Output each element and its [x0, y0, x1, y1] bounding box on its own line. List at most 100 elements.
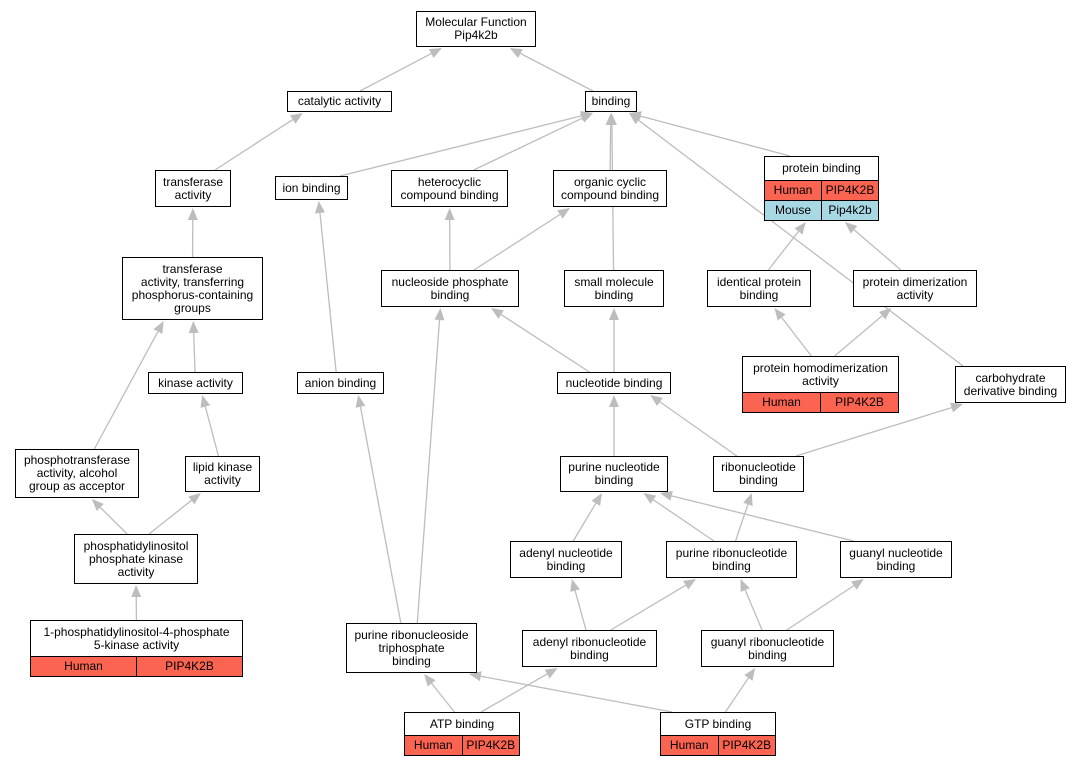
go-term-label: Molecular Function Pip4k2b	[425, 15, 527, 42]
go-term-label: ATP binding	[429, 716, 495, 731]
arrowhead-ribonucleotide	[743, 493, 753, 506]
go-term-protein-dimerization[interactable]: protein dimerization activity	[853, 270, 977, 307]
go-term-purine-ribonucleoside-tp[interactable]: purine ribonucleoside triphosphate bindi…	[346, 623, 477, 673]
arrowhead-root	[428, 48, 442, 59]
arrowhead-nucleotide	[650, 395, 663, 406]
go-term-root[interactable]: Molecular Function Pip4k2b	[416, 11, 536, 47]
go-term-ribonucleotide[interactable]: ribonucleotide binding	[713, 456, 804, 492]
arrowhead-protein_binding	[844, 222, 858, 234]
go-term-small-molecule[interactable]: small molecule binding	[564, 270, 664, 307]
go-term-guanyl-ribonucleotide[interactable]: guanyl ribonucleotide binding	[701, 630, 834, 667]
go-term-adenyl-ribonucleotide[interactable]: adenyl ribonucleotide binding	[522, 630, 657, 667]
go-term-transferase-phos[interactable]: transferase activity, transferring phosp…	[122, 257, 263, 320]
go-term-carbohydrate[interactable]: carbohydrate derivative binding	[955, 366, 1066, 403]
edge-guanyl_ribonucleotide-to-purine_ribonucleotide	[744, 589, 763, 631]
arrowhead-binding	[580, 113, 593, 123]
arrowhead-protein_dimerization	[878, 308, 892, 320]
go-term-pip5k[interactable]: 1-phosphatidylinositol-4-phosphate 5-kin…	[30, 620, 243, 677]
go-term-anion[interactable]: anion binding	[297, 372, 384, 394]
go-term-label: GTP binding	[684, 716, 752, 731]
arrowhead-purine_ribonucleoside_tp	[424, 674, 436, 687]
go-term-binding[interactable]: binding	[585, 91, 637, 112]
species-cell: Human	[31, 657, 136, 676]
edge-kinase-to-transferase_phos	[193, 332, 196, 373]
go-term-label: transferase activity	[162, 174, 224, 202]
arrowhead-purine_ribonucleotide	[740, 579, 750, 592]
edge-ion_binding-to-binding	[339, 115, 582, 177]
edge-nucleoside_phosphate-to-organic_cyclic	[473, 213, 561, 271]
edge-gtp-to-guanyl_ribonucleotide	[724, 677, 749, 713]
arrowhead-adenyl_nucleotide	[570, 579, 580, 592]
edge-catalytic-to-root	[359, 53, 432, 92]
go-term-label: kinase activity	[158, 375, 233, 390]
arrowhead-protein_binding	[794, 222, 806, 235]
edge-heterocyclic-to-binding	[473, 117, 583, 171]
go-term-lipid-kinase[interactable]: lipid kinase activity	[185, 456, 260, 492]
gene-cell: PIP4K2B	[136, 657, 242, 676]
arrowhead-purine_nucleotide	[591, 493, 602, 506]
go-term-label: purine nucleotide binding	[568, 460, 660, 487]
edge-phosphotransferase-to-transferase_phos	[93, 331, 159, 450]
go-term-kinase[interactable]: kinase activity	[148, 372, 243, 394]
edge-guanyl_nucleotide-to-purine_nucleotide	[671, 495, 854, 542]
go-term-label: catalytic activity	[297, 94, 382, 108]
go-term-purine-ribonucleotide[interactable]: purine ribonucleotide binding	[666, 541, 797, 578]
edge-adenyl_ribonucleotide-to-adenyl_nucleotide	[574, 590, 587, 631]
edge-protein_homodimerization-to-identical_protein	[781, 317, 812, 357]
edge-purine_ribonucleotide-to-ribonucleotide	[734, 504, 749, 542]
go-term-label: purine ribonucleotide binding	[675, 545, 788, 573]
go-term-purine-nucleotide[interactable]: purine nucleotide binding	[560, 456, 668, 492]
arrowhead-nucleotide	[609, 395, 619, 407]
go-term-catalytic[interactable]: catalytic activity	[287, 91, 392, 112]
arrowhead-catalytic	[290, 113, 303, 124]
arrowhead-nucleoside_phosphate	[434, 308, 445, 321]
go-term-label: anion binding	[304, 375, 377, 390]
arrowhead-root	[509, 48, 523, 58]
go-term-adenyl-nucleotide[interactable]: adenyl nucleotide binding	[510, 541, 622, 578]
arrowhead-binding	[629, 113, 642, 125]
go-term-nucleoside-phosphate[interactable]: nucleoside phosphate binding	[381, 270, 519, 307]
arrowhead-kinase	[200, 395, 211, 408]
go-term-label: identical protein binding	[716, 274, 802, 302]
go-term-label: guanyl nucleotide binding	[849, 545, 943, 573]
go-term-identical-protein[interactable]: identical protein binding	[707, 270, 811, 307]
go-term-label: protein binding	[782, 161, 861, 175]
arrowhead-purine_ribonucleoside_tp	[469, 671, 482, 682]
go-term-pi-phosphate-kinase[interactable]: phosphatidylinositol phosphate kinase ac…	[74, 534, 198, 584]
arrowhead-carbohydrate	[950, 402, 963, 413]
go-term-organic-cyclic[interactable]: organic cyclic compound binding	[553, 170, 667, 207]
go-term-guanyl-nucleotide[interactable]: guanyl nucleotide binding	[840, 541, 952, 578]
arrowhead-organic_cyclic	[557, 208, 570, 219]
go-term-ion-binding[interactable]: ion binding	[275, 176, 348, 200]
go-term-nucleotide[interactable]: nucleotide binding	[557, 372, 671, 394]
edge-atp-to-adenyl_ribonucleotide	[480, 673, 548, 713]
arrowhead-heterocyclic	[444, 208, 455, 221]
go-term-transferase[interactable]: transferase activity	[155, 170, 231, 207]
go-term-label: ribonucleotide binding	[721, 460, 796, 487]
edge-pi_phosphate_kinase-to-phosphotransferase	[99, 506, 128, 535]
arrowhead-purine_ribonucleotide	[683, 579, 696, 590]
arrowhead-ion_binding	[314, 201, 325, 214]
edge-identical_protein-to-protein_binding	[767, 231, 799, 271]
edge-ribonucleotide-to-carbohydrate	[795, 406, 952, 457]
go-term-phosphotransferase[interactable]: phosphotransferase activity, alcohol gro…	[15, 449, 139, 498]
edge-anion-to-ion_binding	[319, 212, 337, 373]
arrowhead-purine_nucleotide	[660, 491, 673, 501]
gene-cell: PIP4K2B	[820, 393, 898, 412]
edge-purine_ribonucleoside_tp-to-nucleoside_phosphate	[416, 319, 441, 624]
gene-cell: Pip4k2b	[821, 201, 878, 220]
edge-carbohydrate-to-binding	[638, 119, 964, 367]
go-term-heterocyclic[interactable]: heterocyclic compound binding	[391, 170, 508, 207]
species-cell: Human	[765, 181, 821, 200]
edge-nucleotide-to-nucleoside_phosphate	[500, 313, 590, 373]
edge-binding-to-root	[520, 52, 594, 92]
edge-purine_ribonucleotide-to-purine_nucleotide	[652, 499, 715, 542]
gene-cell: PIP4K2B	[821, 181, 878, 200]
